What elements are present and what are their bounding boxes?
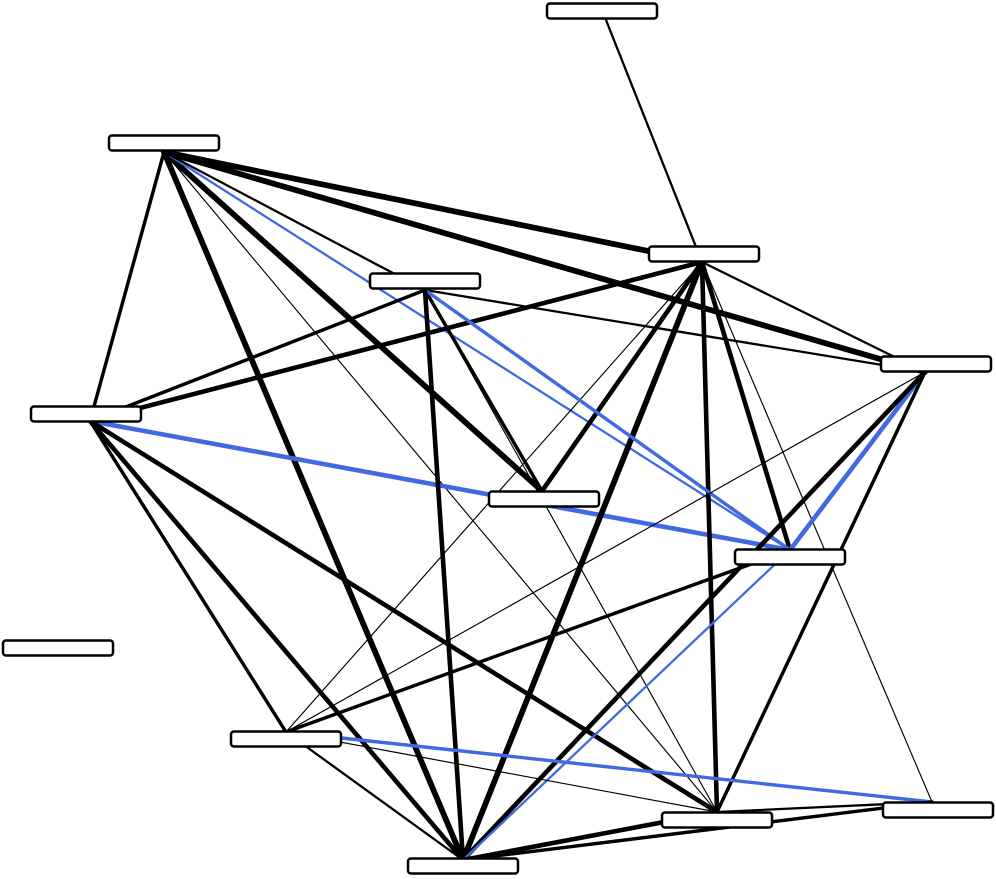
edge-n3-n7 [423, 288, 792, 552]
node-box[interactable] [545, 2, 659, 20]
node-box[interactable] [406, 857, 520, 875]
node-n3[interactable] [368, 272, 482, 290]
edge-n2-n11 [701, 261, 933, 803]
node-n7[interactable] [733, 548, 847, 566]
node-n2[interactable] [647, 245, 761, 263]
edge-n2-n6 [539, 259, 705, 494]
edge-n8-n12 [284, 730, 465, 862]
node-n5[interactable] [29, 405, 143, 423]
node-box[interactable] [879, 355, 993, 373]
edge-n5-n8 [88, 419, 288, 734]
edges-layer [87, 18, 934, 863]
edge-n1-n2 [161, 149, 705, 265]
node-n0[interactable] [545, 2, 659, 20]
edge-n8-n10 [285, 731, 718, 813]
edge-n4-n7 [787, 369, 928, 553]
edge-n2-n4 [700, 260, 927, 374]
edge-n11-n12 [461, 800, 934, 862]
edge-n1-n12 [161, 149, 466, 863]
edge-n1-n6 [161, 149, 545, 494]
node-n9[interactable] [229, 730, 343, 748]
edge-n8-n13 [284, 730, 934, 804]
node-box[interactable] [487, 490, 601, 508]
edge-n1-n3 [162, 150, 427, 292]
edge-n3-n5 [88, 288, 427, 423]
node-n6[interactable] [487, 490, 601, 508]
node-box[interactable] [660, 811, 774, 829]
edge-n1-n4 [161, 149, 928, 375]
edge-n4-n8 [285, 371, 926, 733]
node-box[interactable] [881, 801, 995, 819]
edge-n7-n12 [461, 548, 792, 862]
node-n8[interactable] [1, 639, 115, 657]
edge-n2-n12 [460, 259, 705, 863]
node-n1[interactable] [107, 134, 221, 152]
node-n4[interactable] [879, 355, 993, 373]
edge-n4-n10 [715, 370, 927, 814]
node-box[interactable] [647, 245, 761, 263]
node-box[interactable] [229, 730, 343, 748]
node-n12[interactable] [406, 857, 520, 875]
edge-n0-n2 [604, 18, 704, 264]
edge-n2-n7 [699, 259, 793, 553]
edge-n3-n12 [422, 287, 466, 863]
node-box[interactable] [107, 134, 221, 152]
edge-n2-n5 [87, 259, 705, 424]
edge-n1-n5 [88, 150, 166, 423]
node-box[interactable] [733, 548, 847, 566]
edge-n5-n12 [87, 418, 466, 863]
edge-n3-n6 [423, 288, 544, 493]
edge-n3-n10 [424, 289, 718, 813]
node-box[interactable] [368, 272, 482, 290]
edge-n2-n10 [699, 259, 720, 815]
edge-n5-n10 [87, 418, 720, 815]
edge-n7-n8 [284, 548, 792, 734]
node-box[interactable] [29, 405, 143, 423]
edge-n4-n12 [460, 369, 928, 863]
node-n11[interactable] [881, 801, 995, 819]
edge-n1-n10 [163, 151, 718, 813]
edge-n1-n7 [162, 150, 792, 552]
node-n10[interactable] [660, 811, 774, 829]
node-box[interactable] [1, 639, 115, 657]
